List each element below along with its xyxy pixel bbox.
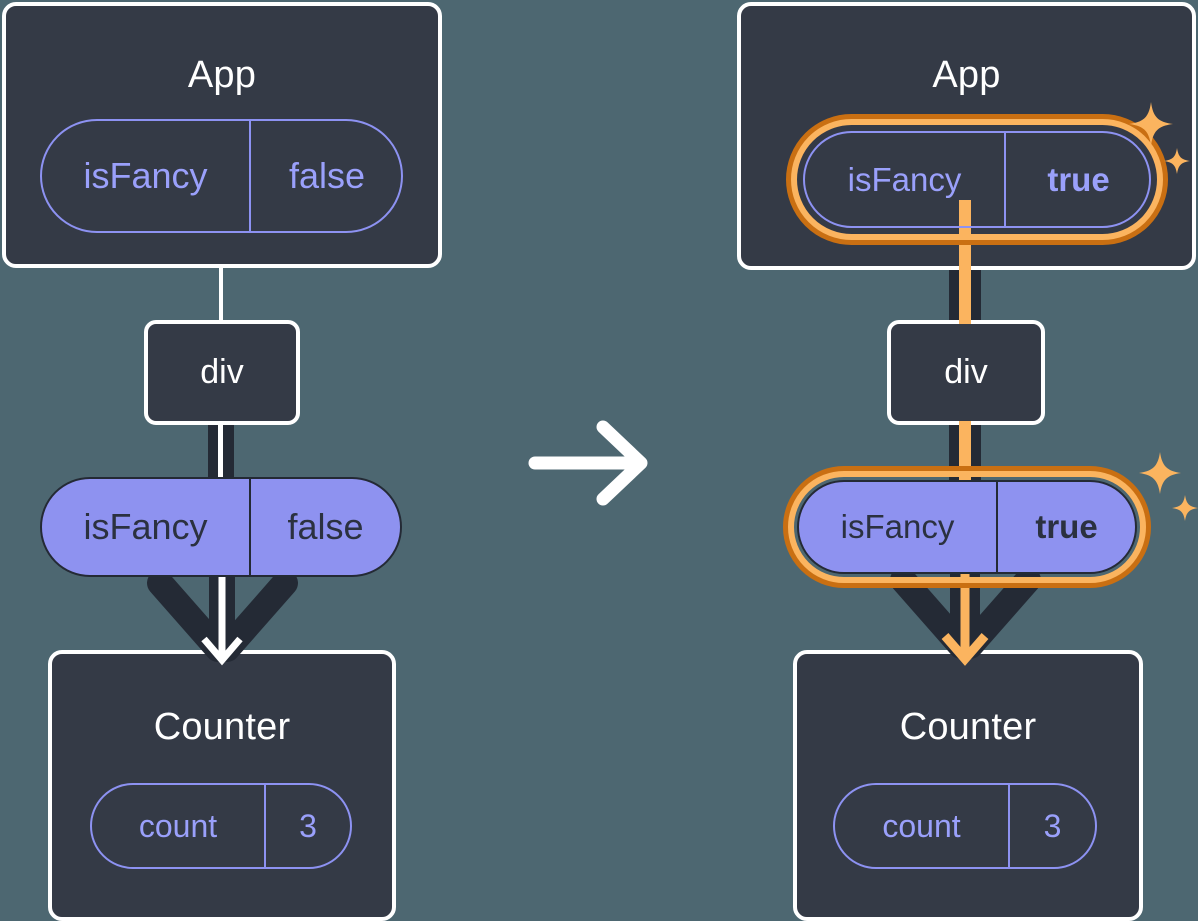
state-pill-key: count <box>138 807 218 844</box>
state-pill-key: isFancy <box>847 160 962 198</box>
component-title-div-after: div <box>944 353 988 391</box>
connector-div-to-prop-before-core <box>218 421 223 485</box>
state-pill-app-before[interactable]: isFancy false <box>40 119 403 233</box>
state-pill-key: isFancy <box>83 155 208 196</box>
state-pill-value: true <box>1004 133 1151 226</box>
highlight-ring-prop-after <box>783 466 1151 588</box>
state-pill-counter-before[interactable]: count 3 <box>90 783 352 869</box>
component-title-app-after: App <box>932 54 1001 96</box>
highlight-ring-app-after <box>786 114 1168 245</box>
component-title-div-before: div <box>200 353 244 391</box>
arrow-right-icon <box>528 420 648 506</box>
prop-pill-value: false <box>249 479 400 575</box>
component-title-app-before: App <box>187 54 257 96</box>
component-title-counter-before: Counter <box>153 706 291 748</box>
prop-pill-key: isFancy <box>840 508 955 545</box>
component-title-counter-after: Counter <box>899 706 1037 748</box>
prop-pill-after[interactable]: isFancy true <box>797 480 1137 574</box>
prop-pill-value: true <box>996 482 1135 572</box>
state-pill-counter-after[interactable]: count 3 <box>833 783 1097 869</box>
state-pill-value: 3 <box>264 785 350 867</box>
sparkles-icon <box>1139 452 1198 521</box>
connector-app-to-div-before <box>219 262 223 324</box>
sparkles-icon <box>1129 102 1190 174</box>
component-box-div-before[interactable]: div <box>144 320 300 425</box>
prop-pill-before[interactable]: isFancy false <box>40 477 402 577</box>
prop-pill-key: isFancy <box>83 506 208 547</box>
state-pill-key: count <box>882 807 961 844</box>
component-box-div-after[interactable]: div <box>887 320 1045 425</box>
state-pill-value: 3 <box>1008 785 1095 867</box>
state-pill-app-after[interactable]: isFancy true <box>803 131 1151 228</box>
state-pill-value: false <box>249 121 403 231</box>
branching-arrow-before <box>147 565 298 666</box>
